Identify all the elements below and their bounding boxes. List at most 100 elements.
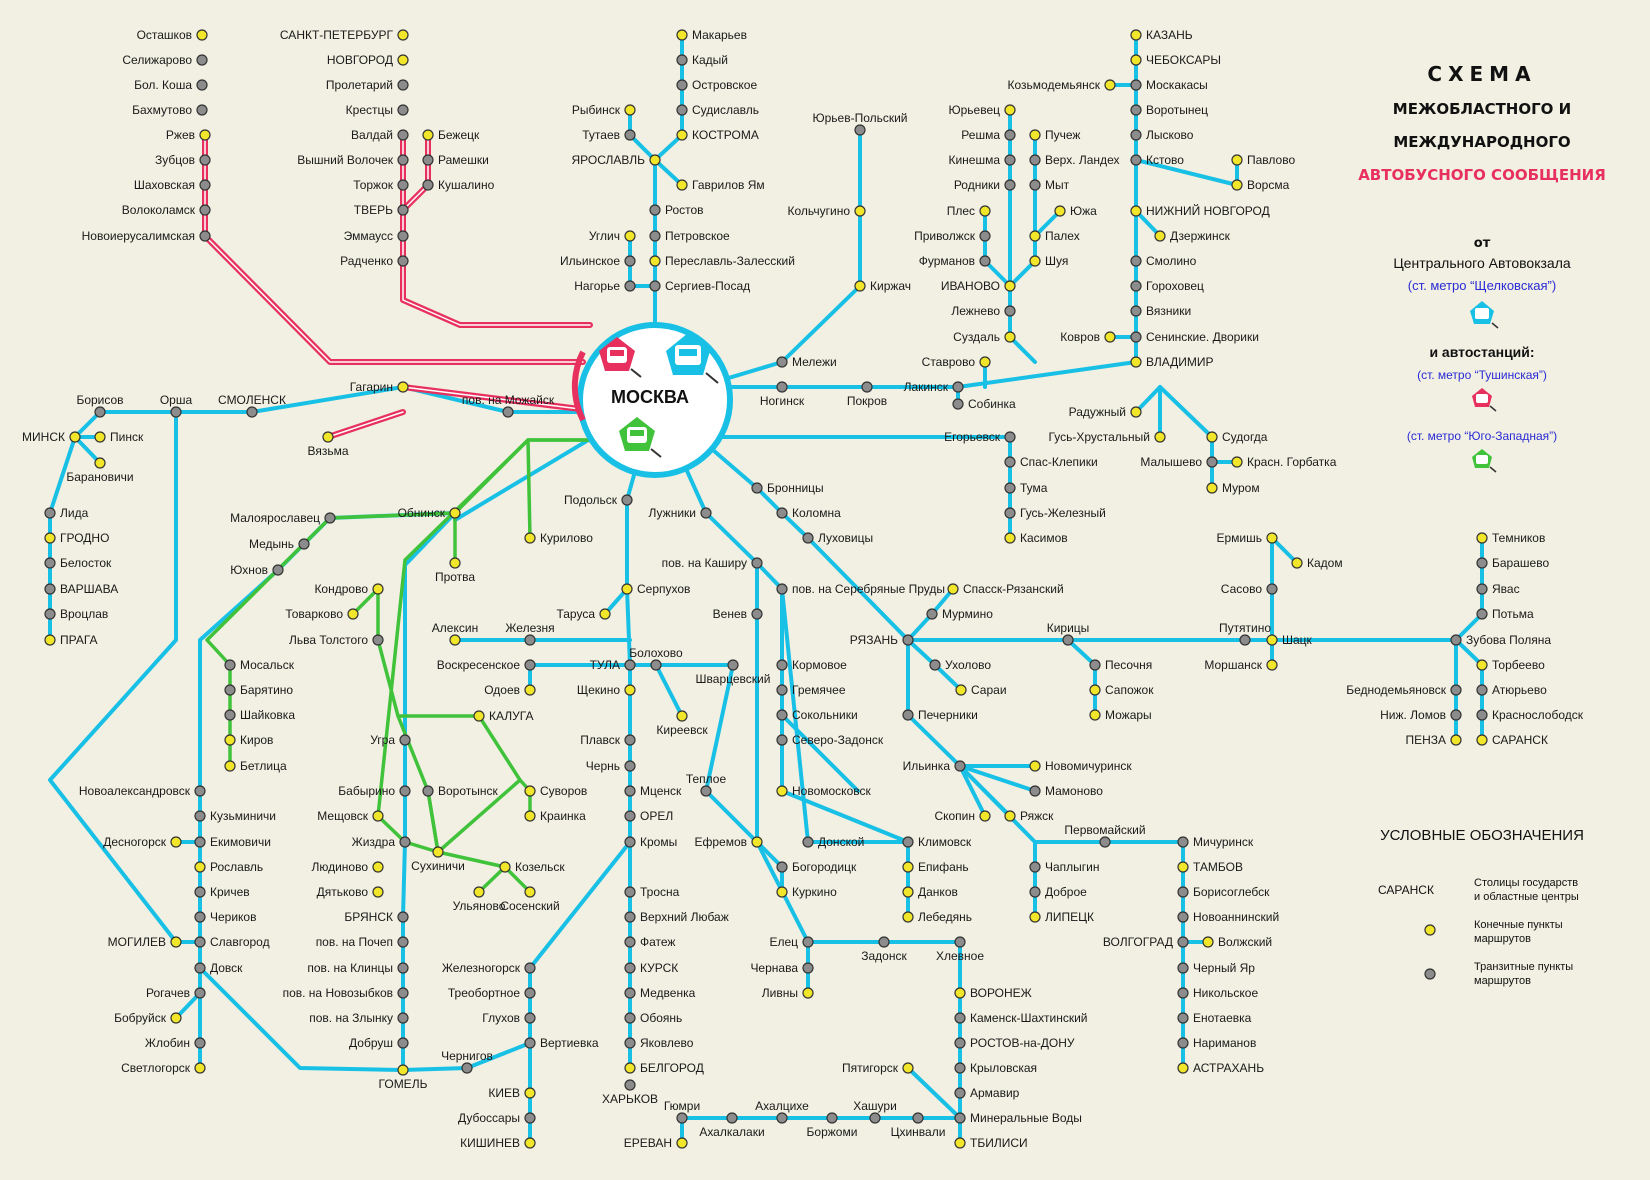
station[interactable]: Юрьев-Польский (812, 111, 908, 136)
station[interactable]: Богородицк (776, 860, 857, 874)
station[interactable]: Никольское (1177, 986, 1258, 1000)
station[interactable]: Гюмри (664, 1099, 700, 1124)
station[interactable]: Павлово (1231, 153, 1295, 167)
station[interactable]: РОСТОВ-на-ДОНУ (954, 1036, 1075, 1050)
station[interactable]: Гаврилов Ям (676, 178, 765, 192)
station[interactable]: Печерники (902, 708, 978, 722)
station[interactable]: Ульяново (453, 886, 506, 913)
station[interactable]: Курилово (524, 531, 593, 545)
station[interactable]: Шайковка (224, 708, 295, 722)
station[interactable]: Шуя (1029, 254, 1068, 268)
station[interactable]: Ермишь (1216, 531, 1278, 545)
station[interactable]: ОРЕЛ (624, 809, 673, 823)
station[interactable]: Жлобин (145, 1036, 206, 1050)
station[interactable]: Луховицы (802, 531, 873, 545)
station[interactable]: Орша (160, 393, 193, 418)
station[interactable]: ТАМБОВ (1177, 860, 1243, 874)
station[interactable]: Мещовск (317, 809, 384, 823)
station[interactable]: Боржоми (807, 1112, 858, 1139)
station[interactable]: Задонск (861, 936, 907, 963)
station[interactable]: Новомичуринск (1029, 759, 1132, 773)
station[interactable]: Моршанск (1204, 658, 1278, 672)
station[interactable]: Егорьевск (944, 430, 1016, 444)
station[interactable]: Макарьев (676, 28, 747, 42)
station[interactable]: Рогачев (146, 986, 206, 1000)
station[interactable]: Валдай (351, 128, 409, 142)
station[interactable]: Алексин (432, 621, 478, 646)
station[interactable]: Пролетарий (326, 78, 409, 92)
station[interactable]: Вязьма (307, 431, 349, 458)
station[interactable]: Палех (1029, 229, 1080, 243)
station[interactable]: Путятино (1219, 621, 1271, 646)
station[interactable]: Вязники (1130, 304, 1191, 318)
station[interactable]: Козельск (499, 860, 565, 874)
station[interactable]: Сосенский (500, 886, 560, 913)
station[interactable]: Чериков (194, 910, 256, 924)
station[interactable]: Ворсма (1231, 178, 1290, 192)
station[interactable]: Елец (769, 935, 814, 949)
station[interactable]: НИЖНИЙ НОВГОРОД (1130, 203, 1270, 218)
station[interactable]: Зубова Поляна (1450, 633, 1551, 647)
station[interactable]: Ниж. Ломов (1380, 708, 1462, 722)
station[interactable]: ХАРЬКОВ (602, 1079, 658, 1106)
station[interactable]: Гремячее (776, 683, 846, 697)
station[interactable]: Кромы (624, 835, 677, 849)
station[interactable]: Южа (1054, 204, 1097, 218)
station[interactable]: Углич (589, 229, 636, 243)
station[interactable]: Юхнов (230, 563, 284, 577)
station[interactable]: Кинешма (948, 153, 1016, 167)
station[interactable]: Новоалександровск (79, 784, 206, 798)
station[interactable]: КИШИНЕВ (460, 1136, 536, 1150)
station[interactable]: Шварцевский (696, 659, 771, 686)
station[interactable]: Льва Толстого (289, 633, 384, 647)
station[interactable]: Климовск (902, 835, 972, 849)
station[interactable]: Явас (1476, 582, 1520, 596)
station[interactable]: Воротынец (1130, 103, 1208, 117)
station[interactable]: АСТРАХАНЬ (1177, 1061, 1264, 1075)
station[interactable]: Крыловская (954, 1061, 1037, 1075)
station[interactable]: Ухолово (929, 658, 991, 672)
station[interactable]: Ахалцихе (755, 1099, 809, 1124)
station[interactable]: Судогда (1206, 430, 1268, 444)
station[interactable]: Пучеж (1029, 128, 1080, 142)
station[interactable]: Вертиевка (524, 1036, 599, 1050)
station[interactable]: Песочня (1089, 658, 1152, 672)
station[interactable]: Спасск-Рязанский (947, 582, 1064, 596)
station[interactable]: Мценск (624, 784, 682, 798)
station[interactable]: Данков (902, 885, 958, 899)
station[interactable]: Обнинск (398, 506, 461, 520)
station[interactable]: Радченко (340, 254, 409, 268)
station[interactable]: Плавск (580, 733, 636, 747)
station[interactable]: пов. на Можайск (462, 393, 555, 418)
station[interactable]: Пятигорск (842, 1061, 914, 1075)
station[interactable]: Ефремов (694, 835, 763, 849)
station[interactable]: Сокольники (776, 708, 858, 722)
station[interactable]: КОСТРОМА (676, 128, 759, 142)
station[interactable]: КАЗАНЬ (1130, 28, 1193, 42)
station[interactable]: Суворов (524, 784, 587, 798)
station[interactable]: Москакасы (1130, 78, 1208, 92)
station[interactable]: Армавир (954, 1086, 1020, 1100)
station[interactable]: Ногинск (760, 381, 805, 408)
station[interactable]: Гороховец (1130, 279, 1204, 293)
station[interactable]: Борисоглебск (1177, 885, 1270, 899)
station[interactable]: Петровское (649, 229, 730, 243)
station[interactable]: Мележи (776, 355, 837, 369)
station[interactable]: КУРСК (624, 961, 678, 975)
station[interactable]: Лебедянь (902, 910, 972, 924)
station[interactable]: Ставрово (922, 355, 991, 369)
station[interactable]: Таруса (556, 607, 611, 621)
station[interactable]: пов. на Почеп (316, 935, 409, 949)
station[interactable]: Фатеж (624, 935, 675, 949)
station[interactable]: ВЛАДИМИР (1130, 355, 1214, 369)
station[interactable]: Обоянь (624, 1011, 682, 1025)
station[interactable]: Цхинвали (891, 1112, 946, 1139)
station[interactable]: Козьмодемьянск (1008, 78, 1116, 92)
station[interactable]: Лежнево (951, 304, 1016, 318)
station[interactable]: Подольск (564, 493, 633, 507)
station[interactable]: Осташков (137, 28, 208, 42)
station[interactable]: Юрьевец (948, 103, 1016, 117)
station[interactable]: ЧЕБОКСАРЫ (1130, 53, 1221, 67)
station[interactable]: Железня (505, 621, 555, 646)
station[interactable]: Кузьминичи (194, 809, 276, 823)
